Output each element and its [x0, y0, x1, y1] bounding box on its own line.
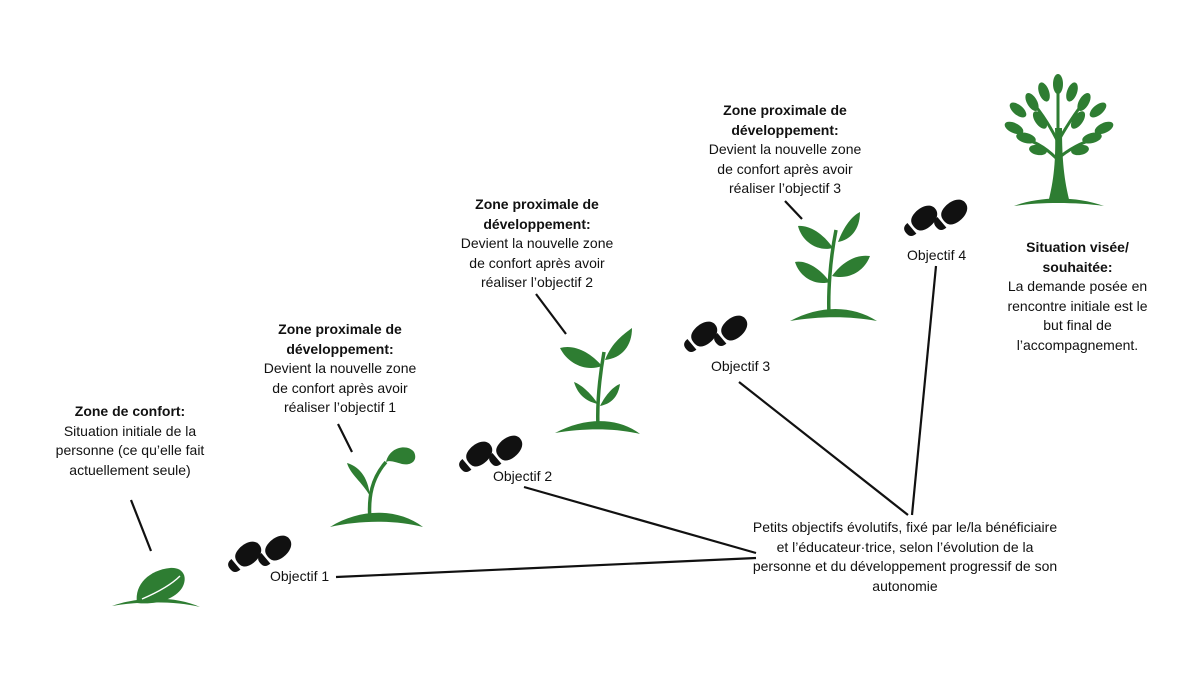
- stage-text-1: Zone de confort: Situation initiale de l…: [40, 402, 220, 480]
- objective-lines: [335, 265, 938, 579]
- stage-text-3: Zone proximale de développement: Devient…: [447, 195, 627, 293]
- objective-line-1: [335, 556, 757, 579]
- objectives-note: Petits objectifs évolutifs, fixé par le/…: [752, 519, 1058, 594]
- stage-text-5: Situation visée/ souhaitée: La demande p…: [1000, 238, 1155, 355]
- callout-line-1: [129, 499, 153, 552]
- stage-description: Devient la nouvelle zone de confort aprè…: [708, 141, 862, 196]
- callout-line-3: [535, 293, 567, 335]
- stage-title: Zone proximale de développement:: [723, 102, 847, 138]
- stage-description: Devient la nouvelle zone de confort aprè…: [460, 235, 614, 290]
- stage-title: Zone de confort:: [74, 403, 186, 419]
- stage-description: Devient la nouvelle zone de confort aprè…: [263, 360, 417, 415]
- objective-label-2: Objectif 2: [493, 468, 553, 484]
- callout-lines: [129, 200, 803, 552]
- stage-text-2: Zone proximale de développement: Devient…: [250, 320, 430, 418]
- stage-title: Zone proximale de développement:: [278, 321, 402, 357]
- tree-icon: [1004, 74, 1114, 206]
- objective-line-4: [910, 265, 938, 516]
- footprints-icon-4: [900, 195, 972, 241]
- objective-label-1: Objectif 1: [270, 568, 330, 584]
- objective-line-2: [523, 485, 757, 555]
- stage-title: Situation visée/ souhaitée:: [1026, 239, 1129, 275]
- young-plant-icon: [790, 212, 877, 321]
- sprout-icon: [330, 447, 423, 527]
- stage-description: La demande posée en rencontre initiale e…: [1007, 278, 1148, 353]
- stage-title: Zone proximale de développement:: [475, 196, 599, 232]
- callout-line-4: [784, 200, 803, 220]
- callout-line-2: [337, 423, 353, 453]
- objective-label-3: Objectif 3: [711, 358, 771, 374]
- stage-description: Situation initiale de la personne (ce qu…: [55, 422, 205, 478]
- objective-line-3: [738, 381, 909, 516]
- objective-label-4: Objectif 4: [907, 247, 967, 263]
- footprints-icon-3: [680, 311, 752, 357]
- stage-text-4: Zone proximale de développement: Devient…: [695, 101, 875, 199]
- seedling-icon: [555, 328, 640, 434]
- seed-icon: [112, 567, 200, 607]
